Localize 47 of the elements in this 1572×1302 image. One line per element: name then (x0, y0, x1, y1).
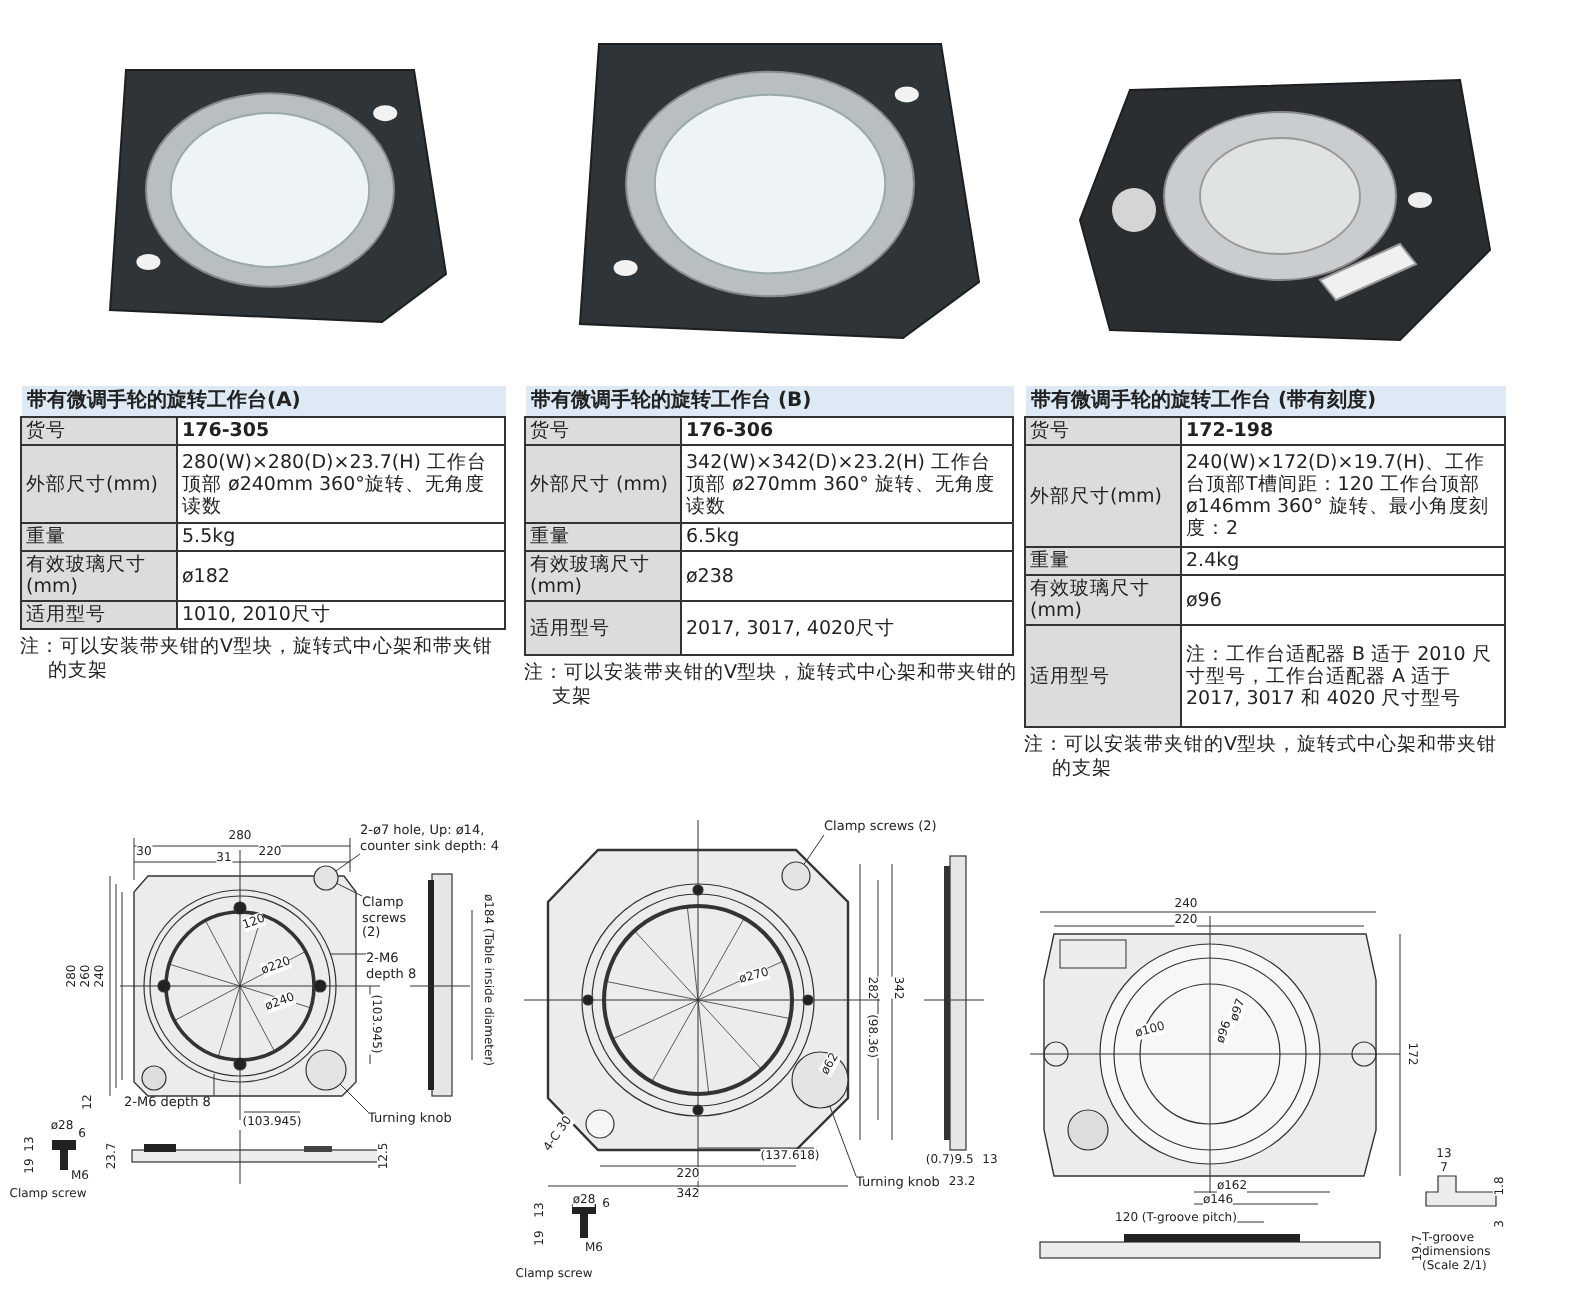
table-title: 带有微调手轮的旋转工作台 (B) (525, 386, 1013, 417)
table-header-cell: 外部尺寸(mm) (21, 445, 177, 523)
table-cell: ø238 (681, 551, 1013, 601)
table-title: 带有微调手轮的旋转工作台 (带有刻度) (1025, 386, 1505, 417)
table-cell: 280(W)×280(D)×23.7(H) 工作台顶部 ø240mm 360°旋转、无角度读数 (177, 445, 506, 523)
table-cell: 176-306 (681, 417, 1013, 445)
leader-line (336, 882, 363, 897)
table-header-cell: 适用型号 (21, 601, 177, 629)
table-header-cell: 有效玻璃尺寸(mm) (525, 551, 681, 601)
table-cell: 342(W)×342(D)×23.2(H) 工作台顶部 ø270mm 360° 旋转、无角度读数 (681, 445, 1013, 523)
note: 注：可以安装带夹钳的V型块，旋转式中心架和带夹钳的支架 (1024, 734, 1499, 782)
table-cell: 176-305 (177, 417, 506, 445)
table-header-cell: 货号 (1025, 417, 1181, 445)
leader-line (335, 853, 361, 872)
table-title: 带有微调手轮的旋转工作台(A) (21, 386, 506, 417)
table-header-cell: 重量 (21, 523, 177, 551)
table-header-cell: 外部尺寸(mm) (1025, 445, 1181, 547)
screw-hole (781, 861, 811, 891)
leader-line (339, 1083, 369, 1113)
table-header-cell: 重量 (525, 523, 681, 551)
table-header-cell: 外部尺寸 (mm) (525, 445, 681, 523)
table-cell: 2.4kg (1181, 547, 1505, 575)
table-cell: 172-198 (1181, 417, 1505, 445)
leader-line (803, 834, 825, 865)
leader-line (329, 953, 367, 955)
turning-knob (791, 1051, 849, 1109)
table-cell: 240(W)×172(D)×19.7(H)、工作台顶部T槽间距：120 工作台顶部ø146mm 360° 旋转、最小角度刻度：2 (1181, 445, 1505, 547)
table-header-cell: 适用型号 (525, 601, 681, 655)
table-cell: 5.5kg (177, 523, 506, 551)
table-cell: 6.5kg (681, 523, 1013, 551)
leader-line (213, 1073, 215, 1097)
table-header-cell: 有效玻璃尺寸(mm) (21, 551, 177, 601)
table-header-cell: 货号 (525, 417, 681, 445)
turning-knob (305, 1049, 347, 1091)
table-cell: 2017, 3017, 4020尺寸 (681, 601, 1013, 655)
table-header-cell: 有效玻璃尺寸(mm) (1025, 575, 1181, 625)
screw-hole (313, 865, 339, 891)
table-cell: 1010, 2010尺寸 (177, 601, 506, 629)
table-header-cell: 货号 (21, 417, 177, 445)
table-cell: 注：工作台适配器 B 适于 2010 尺寸型号，工作台适配器 A 适于 2017, 3017 和 4020 尺寸型号 (1181, 625, 1505, 727)
note: 注：可以安装带夹钳的V型块，旋转式中心架和带夹钳的支架 (20, 636, 495, 684)
note: 注：可以安装带夹钳的V型块，旋转式中心架和带夹钳的支架 (524, 662, 1019, 710)
table-cell: ø182 (177, 551, 506, 601)
table-header-cell: 适用型号 (1025, 625, 1181, 727)
table-header-cell: 重量 (1025, 547, 1181, 575)
leader-line (829, 1105, 857, 1177)
table-cell: ø96 (1181, 575, 1505, 625)
